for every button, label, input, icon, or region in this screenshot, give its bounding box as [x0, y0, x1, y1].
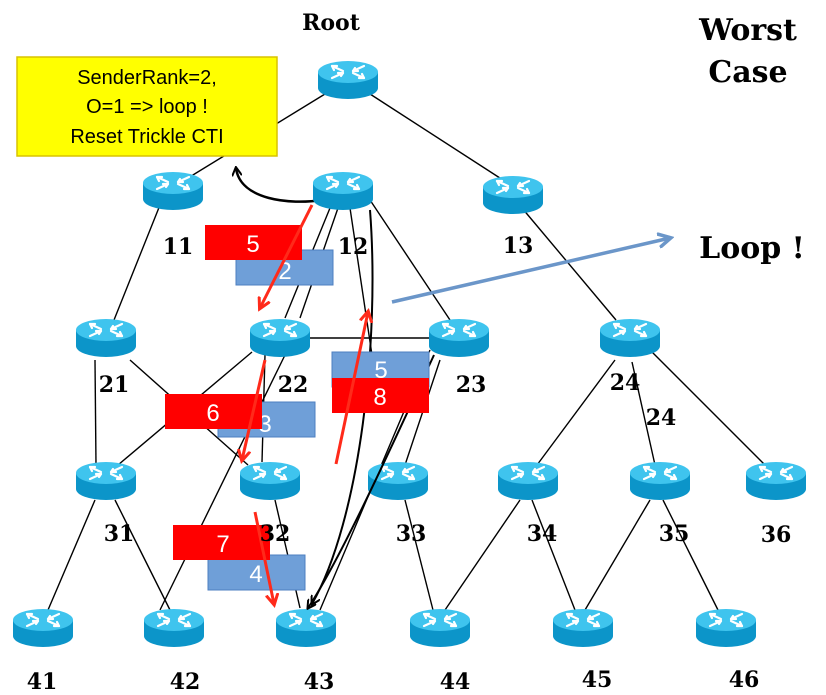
callout-line2: O=1 => loop !: [86, 96, 208, 118]
red-step-6-text: 6: [206, 400, 219, 427]
node-label-11: 11: [163, 234, 194, 260]
link-31-41: [47, 499, 96, 611]
link-34-44: [444, 499, 521, 611]
router-36-icon: [744, 460, 808, 502]
node-label-43: 43: [304, 669, 335, 695]
link-33-44: [404, 499, 434, 611]
router-34-icon: [496, 460, 560, 502]
node-label-24b: 24: [646, 405, 677, 431]
link-34-45: [531, 499, 576, 611]
link-root-13: [369, 93, 504, 181]
router-33-icon: [366, 460, 430, 502]
node-label-23: 23: [456, 372, 487, 398]
link-24-34: [536, 359, 616, 466]
red-step-5-text: 5: [246, 231, 259, 258]
red-arrow-43-up: [334, 312, 368, 465]
red-step-8-text: 8: [373, 384, 386, 411]
node-label-41: 41: [27, 669, 58, 695]
router-41-icon: [11, 607, 75, 649]
router-35-icon: [628, 460, 692, 502]
loop-arrow: [391, 238, 670, 304]
node-label-42: 42: [170, 669, 201, 695]
link-31-42: [114, 499, 171, 611]
node-label-32: 32: [260, 521, 291, 547]
red-step-7-box: [173, 525, 270, 560]
title-line2: Case: [708, 55, 787, 90]
link-35-45: [584, 499, 651, 611]
link-12-23: [369, 199, 451, 321]
callout-line1: SenderRank=2,: [77, 67, 217, 89]
node-label-45: 45: [582, 667, 613, 693]
red-arrow-32-43: [253, 511, 274, 604]
red-arrow-22-32: [242, 359, 267, 460]
node-label-34: 34: [527, 521, 558, 547]
node-label-44: 44: [440, 669, 471, 695]
node-label-24: 24: [610, 370, 641, 396]
router-23-icon: [427, 317, 491, 359]
node-label-31: 31: [104, 521, 135, 547]
router-24-icon: [598, 317, 662, 359]
router-12-icon: [311, 170, 375, 212]
link-12-43: [349, 207, 373, 356]
router-32-icon: [238, 460, 302, 502]
router-21-icon: [74, 317, 138, 359]
root-label: Root: [302, 10, 361, 36]
node-label-35: 35: [659, 521, 690, 547]
callout-arrow: [236, 168, 323, 203]
blue-step-5-text: 5: [374, 357, 387, 384]
red-step-7-text: 7: [216, 531, 229, 558]
node-label-21: 21: [99, 372, 130, 398]
link-24-36: [649, 349, 766, 466]
blue-step-2-text: 2: [278, 258, 291, 285]
router-45-icon: [551, 607, 615, 649]
link-11-21: [109, 204, 161, 331]
title-line1: Worst: [698, 13, 797, 48]
callout-line3: Reset Trickle CTI: [70, 126, 223, 148]
node-labels: 11 12 13 21 22 23 24 24 31 32 33 34 35 3…: [27, 233, 792, 695]
node-label-22: 22: [278, 372, 309, 398]
callout-box: [16, 56, 278, 157]
node-label-33: 33: [396, 521, 427, 547]
link-35-46: [662, 499, 719, 611]
router-13-icon: [481, 174, 545, 216]
blue-step-4-text: 4: [249, 561, 262, 588]
router-44-icon: [408, 607, 472, 649]
link-13-24: [521, 207, 617, 321]
router-46-icon: [694, 607, 758, 649]
node-label-13: 13: [503, 233, 534, 259]
node-label-12: 12: [338, 234, 369, 260]
arrow-12-to-43: [312, 209, 374, 604]
red-flow-arrows: [242, 204, 368, 604]
red-step-6-box: [165, 394, 262, 429]
link-21-31: [94, 359, 97, 466]
router-31-icon: [74, 460, 138, 502]
router-43-icon: [274, 607, 338, 649]
link-32-43: [274, 499, 301, 609]
router-22-icon: [248, 317, 312, 359]
router-42-icon: [142, 607, 206, 649]
router-root-icon: [316, 59, 380, 101]
node-label-46: 46: [729, 667, 760, 693]
red-arrow-12-22: [260, 204, 314, 308]
router-11-icon: [141, 170, 205, 212]
link-22-42: [159, 354, 286, 611]
red-steps: 5 6 7 8: [165, 225, 429, 560]
link-24-35: [631, 361, 656, 466]
loop-label: Loop !: [699, 231, 805, 266]
node-label-36: 36: [761, 522, 792, 548]
